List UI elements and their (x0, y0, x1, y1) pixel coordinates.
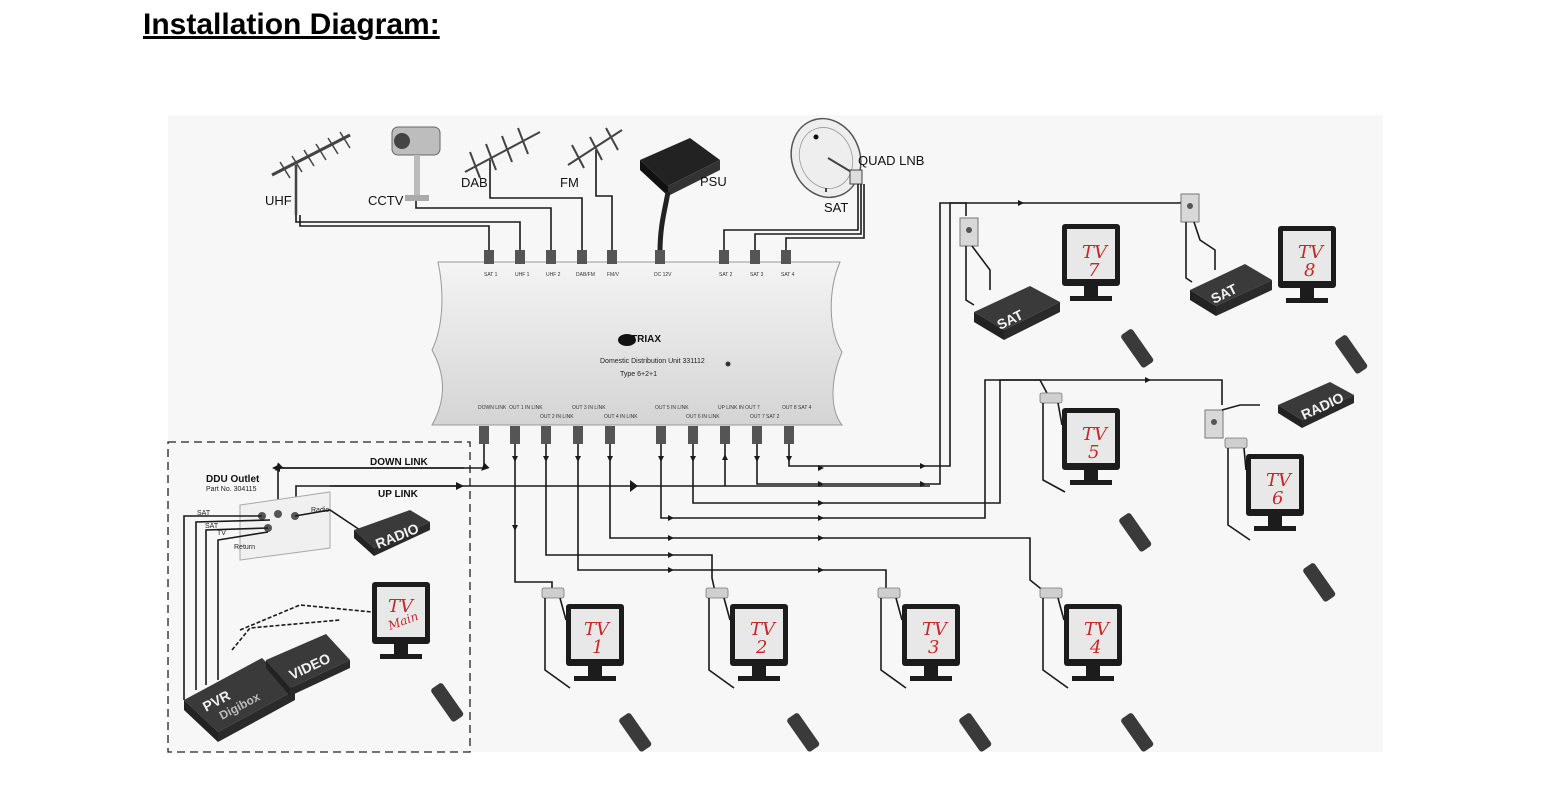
bottom-port-label: UP LINK IN OUT 7 (718, 405, 760, 411)
top-port-label: UHF 2 (546, 272, 561, 278)
splitter-tv1 (541, 587, 565, 599)
wall-plate-tv8 (1180, 193, 1200, 223)
flow-arrows (512, 200, 1151, 573)
top-port-label: DAB/FM (576, 272, 595, 278)
page-title: Installation Diagram: (143, 8, 440, 41)
unit-type: Type 6+2+1 (620, 371, 657, 378)
tv-3-label: TV (922, 619, 949, 640)
wall-plate-tv6 (1204, 409, 1224, 439)
psu-label: PSU (700, 174, 727, 189)
bottom-port-label: OUT 8 SAT 4 (782, 405, 812, 411)
down-link-label: DOWN LINK (370, 457, 429, 468)
splitter-tv6 (1224, 437, 1248, 449)
tv-7-number: 7 (1088, 260, 1100, 281)
main-tv-wires (231, 604, 373, 651)
up-link-label: UP LINK (378, 489, 419, 500)
tv-7-label: TV (1082, 242, 1109, 263)
distribution-unit (431, 250, 844, 444)
outlet-sat2-label: SAT (205, 523, 219, 530)
top-port-label: FM/V (607, 272, 620, 278)
bottom-port-label: OUT 2 IN LINK (540, 414, 574, 420)
unit-name: Domestic Distribution Unit 331112 (600, 358, 705, 365)
quad-lnb-label: QUAD LNB (858, 153, 924, 168)
splitter-tv2 (705, 587, 729, 599)
tv-5-number: 5 (1088, 442, 1099, 463)
radio-device-outlet (354, 510, 430, 556)
top-port-label: SAT 2 (719, 272, 733, 278)
tv-4-number: 4 (1089, 637, 1101, 658)
pvr-digibox (184, 658, 295, 742)
tv-main-label: TV (388, 596, 415, 617)
outlet-tv-label: TV (217, 530, 226, 537)
tv-6-label: TV (1266, 470, 1293, 491)
bottom-port-labels: DOWN LINK OUT 1 IN LINK OUT 2 IN LINK OU… (478, 405, 812, 420)
tv-1-label: TV (584, 619, 611, 640)
top-port-label: DC 12V (654, 272, 672, 278)
bottom-port-label: OUT 5 IN LINK (655, 405, 689, 411)
ddu-outlet-plate (239, 491, 331, 561)
bottom-port-label: OUT 4 IN LINK (604, 414, 638, 420)
fm-antenna (567, 127, 623, 190)
radio-wire-right (1221, 404, 1260, 411)
splitter-tv3 (877, 587, 901, 599)
output-wires (514, 193, 1223, 597)
tv-8-label: TV (1298, 242, 1325, 263)
sat-box-tv8 (1190, 264, 1272, 316)
outlet-wires (183, 509, 361, 700)
bottom-port-label: OUT 3 IN LINK (572, 405, 606, 411)
outlet-area (167, 441, 471, 753)
tv-1-number: 1 (592, 637, 603, 658)
top-port-label: SAT 3 (750, 272, 764, 278)
outlet-return-label: Return (234, 544, 255, 551)
tv-2-number: 2 (755, 637, 767, 658)
cctv-label: CCTV (368, 193, 404, 208)
uhf-label: UHF (265, 193, 292, 208)
tv-feed-wires (544, 402, 1251, 689)
splitter-tv4 (1039, 587, 1063, 599)
sat-box-tv7 (974, 286, 1060, 340)
tv-3-number: 3 (928, 637, 939, 658)
outlet-title: DDU Outlet (206, 474, 260, 485)
bottom-port-label: DOWN LINK (478, 405, 507, 411)
top-port-label: SAT 1 (484, 272, 498, 278)
wall-plate-tv7 (959, 217, 979, 247)
sat-dish-label: SAT (824, 200, 848, 215)
cctv-camera (391, 126, 441, 201)
fm-label: FM (560, 175, 579, 190)
bottom-port-label: OUT 7 SAT 2 (750, 414, 780, 420)
radio-device-right (1278, 382, 1354, 428)
bottom-port-label: OUT 6 IN LINK (686, 414, 720, 420)
top-port-label: SAT 4 (781, 272, 795, 278)
video-recorder (266, 634, 350, 696)
psu-adapter (640, 138, 720, 253)
tv-8-number: 8 (1304, 260, 1315, 281)
tv-4-label: TV (1084, 619, 1111, 640)
outlet-radio-label: Radio (311, 507, 329, 514)
antenna-cables (295, 184, 865, 252)
tv-2-label: TV (750, 619, 777, 640)
unit-brand: TRIAX (631, 334, 661, 345)
bottom-port-label: OUT 1 IN LINK (509, 405, 543, 411)
satellite-dish (790, 117, 863, 199)
tv-5-label: TV (1082, 424, 1109, 445)
splitter-tv5 (1039, 392, 1063, 404)
outlet-part: Part No. 304115 (206, 486, 257, 493)
uhf-antenna (271, 131, 351, 215)
outlet-sat1-label: SAT (197, 510, 211, 517)
dab-label: DAB (461, 175, 488, 190)
dab-antenna (464, 127, 541, 192)
top-port-label: UHF 1 (515, 272, 530, 278)
tv-6-number: 6 (1272, 488, 1283, 509)
sat-box-wires (965, 221, 1216, 306)
